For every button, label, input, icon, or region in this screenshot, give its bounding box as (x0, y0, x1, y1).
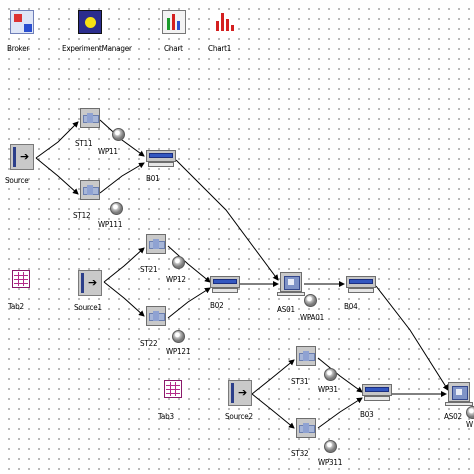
connector-source2-st31 (251, 359, 295, 395)
chart1-label: Chart1 (208, 44, 232, 53)
wp311-label: WP311 (318, 458, 343, 467)
experiment-manager-label: ExperimentManager (62, 44, 132, 53)
wp31-label: WP31 (318, 385, 338, 394)
assembly-as02[interactable] (448, 382, 470, 402)
station-st32[interactable] (296, 418, 316, 438)
broker-icon[interactable] (10, 10, 34, 34)
as01-label: AS01 (277, 305, 295, 314)
station-st21[interactable] (146, 234, 166, 254)
assembly-base (277, 292, 305, 296)
buffer-b01[interactable] (146, 150, 176, 168)
arrow-icon: ➔ (88, 276, 98, 289)
chart1-icon[interactable] (212, 10, 236, 34)
connector-st11-b01 (99, 119, 145, 157)
station-st31[interactable] (296, 346, 316, 366)
worker-icon[interactable] (110, 202, 123, 215)
source2-object-icon[interactable]: ➔ (228, 380, 252, 406)
b03-label: B03 (360, 410, 374, 419)
experiment-manager-icon[interactable] (78, 10, 102, 34)
tab3-label: Tab3 (158, 412, 174, 421)
b04-label: B04 (344, 302, 358, 311)
buffer-b02[interactable] (210, 276, 240, 294)
station-st12[interactable] (80, 180, 100, 200)
connector-source-st11 (35, 121, 79, 159)
broker-label: Broker (7, 44, 30, 53)
st12-label: ST12 (73, 211, 91, 220)
b02-label: B02 (210, 301, 224, 310)
table-icon[interactable] (12, 270, 30, 288)
connector-st32-b03 (317, 397, 363, 429)
worker-icon[interactable] (172, 330, 185, 343)
worker-icon[interactable] (172, 256, 185, 269)
connector-b01-as01 (175, 159, 279, 281)
connector-st12-b01 (99, 162, 145, 194)
chart-icon[interactable] (162, 10, 186, 34)
wp12-label: WP12 (166, 275, 186, 284)
arrow-icon: ➔ (20, 150, 30, 163)
st32-label: ST32 (291, 449, 309, 458)
connector-st31-b03 (317, 357, 363, 393)
worker-icon[interactable] (324, 440, 337, 453)
assembly-base (445, 402, 473, 406)
wp111-label: WP111 (98, 220, 123, 229)
connector-b04-as02 (375, 285, 449, 391)
b01-label: B01 (146, 174, 160, 183)
buffer-b03[interactable] (362, 384, 392, 402)
worker-icon[interactable] (324, 368, 337, 381)
st22-label: ST22 (140, 339, 158, 348)
st11-label: ST11 (75, 139, 93, 148)
assembly-as01[interactable] (280, 272, 302, 292)
connector-source-st12 (35, 157, 79, 195)
as02-label: AS02 (444, 412, 462, 421)
worker-icon[interactable] (112, 128, 125, 141)
source1-object-icon[interactable]: ➔ (78, 270, 102, 296)
source-object-icon[interactable]: ➔ (10, 144, 34, 170)
st21-label: ST21 (140, 265, 158, 274)
table-icon[interactable] (164, 380, 182, 398)
worker-icon[interactable] (466, 406, 474, 419)
worker-icon[interactable] (304, 294, 317, 307)
source-label: Source (5, 176, 29, 185)
wpa01-label: WPA01 (300, 313, 325, 322)
wp121-label: WP121 (166, 347, 191, 356)
connector-source2-st32 (251, 393, 295, 429)
connector-source1-st21 (103, 247, 145, 283)
source1-label: Source1 (74, 303, 102, 312)
connector-st21-b02 (167, 245, 211, 283)
station-st11[interactable] (80, 108, 100, 128)
connector-source1-st22 (103, 281, 145, 317)
station-st22[interactable] (146, 306, 166, 326)
buffer-b04[interactable] (346, 276, 376, 294)
wp11-label: WP11 (98, 147, 118, 156)
w-label-cut: W (466, 420, 473, 429)
tab2-label: Tab2 (8, 302, 24, 311)
chart-label: Chart (164, 44, 183, 53)
st31-label: ST31 (291, 377, 309, 386)
source2-label: Source2 (225, 412, 253, 421)
connector-st22-b02 (167, 287, 211, 319)
arrow-icon: ➔ (238, 386, 248, 399)
